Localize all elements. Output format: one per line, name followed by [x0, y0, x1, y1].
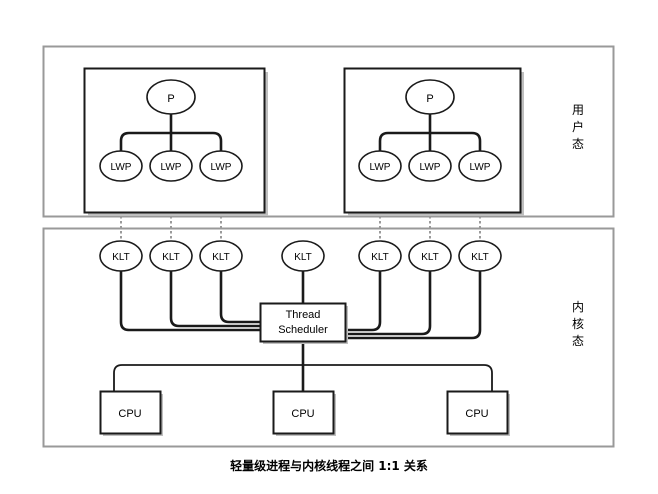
user-mode-label-char-3: 态 [572, 137, 584, 151]
kernel-thread-nodes: KLT KLT KLT KLT KLT KLT [99, 240, 502, 272]
user-mode-label-char-2: 户 [572, 119, 584, 134]
cpu-box[interactable]: CPU [99, 390, 164, 437]
lwp-node[interactable]: LWP [458, 150, 502, 182]
klt-ellipse [199, 240, 243, 272]
lwp-label: LWP [470, 162, 491, 173]
klt-node[interactable]: KLT [281, 240, 325, 272]
klt-ellipse [458, 240, 502, 272]
kernel-mode-label: 内 核 态 [572, 300, 584, 348]
lwp-label: LWP [111, 162, 132, 173]
process-ellipse [146, 79, 196, 115]
lwp-ellipse [458, 150, 502, 182]
lwp-node[interactable]: LWP [99, 150, 143, 182]
klt-node[interactable]: KLT [408, 240, 452, 272]
scheduler-cpu-links [113, 338, 493, 393]
cpu-link-left [113, 364, 304, 392]
klt-scheduler-links [119, 269, 482, 340]
cpu-outline [272, 390, 335, 435]
lwp-node[interactable]: LWP [358, 150, 402, 182]
klt-link [169, 269, 264, 328]
klt-node[interactable]: KLT [458, 240, 502, 272]
klt-label: KLT [471, 252, 489, 263]
lwp-node[interactable]: LWP [199, 150, 243, 182]
lwp-node[interactable]: LWP [149, 150, 193, 182]
tree-branch-left [119, 131, 173, 153]
klt-label: KLT [294, 252, 312, 263]
kernel-mode-label-char-3: 态 [572, 334, 584, 348]
klt-link [342, 269, 482, 340]
process-left-nodes: P LWP LWP LWP [99, 79, 243, 182]
cpu-box[interactable]: CPU [446, 390, 511, 437]
lwp-label: LWP [211, 162, 232, 173]
klt-link [342, 269, 432, 336]
process-node-p[interactable]: P [146, 79, 196, 115]
klt-node[interactable]: KLT [199, 240, 243, 272]
lwp-ellipse [408, 150, 452, 182]
klt-label: KLT [371, 252, 389, 263]
klt-ellipse [149, 240, 193, 272]
thread-scheduler-box[interactable]: Thread Scheduler [259, 302, 349, 345]
scheduler-label-line2: Scheduler [278, 324, 328, 336]
klt-node[interactable]: KLT [99, 240, 143, 272]
tree-branch-right [428, 131, 482, 153]
kernel-mode-label-char-2: 核 [572, 317, 584, 331]
process-right-links [378, 112, 482, 153]
cpu-label: CPU [291, 408, 314, 420]
cpu-label: CPU [118, 408, 141, 420]
klt-ellipse [281, 240, 325, 272]
process-label: P [167, 93, 174, 105]
klt-ellipse [408, 240, 452, 272]
cpu-boxes: CPU CPU CPU [99, 390, 511, 437]
tree-branch-left [378, 131, 432, 153]
lwp-label: LWP [420, 162, 441, 173]
cpu-link-right [302, 364, 493, 392]
klt-node[interactable]: KLT [149, 240, 193, 272]
klt-link [219, 269, 264, 324]
scheduler-label-line1: Thread [286, 309, 321, 321]
process-node-p[interactable]: P [405, 79, 455, 115]
cpu-box[interactable]: CPU [272, 390, 337, 437]
lwp-ellipse [149, 150, 193, 182]
process-left-links [119, 112, 223, 153]
klt-link [119, 269, 264, 332]
klt-label: KLT [162, 252, 180, 263]
klt-ellipse [358, 240, 402, 272]
klt-link [342, 269, 382, 332]
lwp-ellipse [199, 150, 243, 182]
lwp-label: LWP [161, 162, 182, 173]
cpu-outline [99, 390, 162, 435]
diagram-caption: 轻量级进程与内核线程之间 1:1 关系 [230, 458, 428, 473]
process-label: P [426, 93, 433, 105]
klt-label: KLT [112, 252, 130, 263]
klt-label: KLT [421, 252, 439, 263]
user-mode-label-char-1: 用 [572, 103, 584, 117]
lwp-node[interactable]: LWP [408, 150, 452, 182]
tree-branch-right [169, 131, 223, 153]
klt-ellipse [99, 240, 143, 272]
kernel-mode-label-char-1: 内 [572, 300, 584, 314]
lwp-ellipse [358, 150, 402, 182]
process-right-nodes: P LWP LWP LWP [358, 79, 502, 182]
user-mode-label: 用 户 态 [572, 103, 584, 151]
cpu-label: CPU [465, 408, 488, 420]
klt-label: KLT [212, 252, 230, 263]
lwp-label: LWP [370, 162, 391, 173]
klt-node[interactable]: KLT [358, 240, 402, 272]
scheduler-outline [259, 302, 347, 343]
cpu-outline [446, 390, 509, 435]
lwp-ellipse [99, 150, 143, 182]
process-ellipse [405, 79, 455, 115]
